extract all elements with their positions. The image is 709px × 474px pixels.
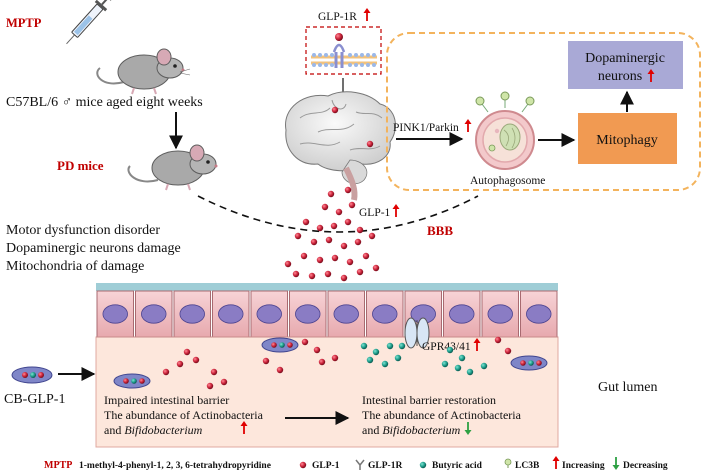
legend-abbr: MPTP <box>44 460 72 471</box>
legend-item-butyric: Butyric acid <box>432 461 483 471</box>
epithelial-cell <box>327 290 365 338</box>
bbb-label: BBB <box>427 223 453 238</box>
cell-nucleus <box>218 304 244 324</box>
legend-receptor-icon <box>355 459 365 470</box>
increase-arrow-icon <box>464 119 472 132</box>
brain-group: GLP-1R BBB GLP-1 <box>197 8 479 282</box>
cell-nucleus <box>449 304 475 324</box>
increase-arrow-icon <box>647 69 655 82</box>
neurons-label-1: Dopaminergic <box>585 51 665 66</box>
glp1-brain-label: GLP-1 <box>359 207 391 219</box>
epithelial-cell <box>135 290 173 338</box>
legend-butyric-icon <box>419 461 427 469</box>
gpr43-receptor-icon <box>404 317 430 349</box>
cb-glp1-bacterium-icon <box>261 337 299 353</box>
mouse-icon-pd <box>127 144 218 191</box>
cell-nucleus <box>179 304 205 324</box>
receptor-inset <box>305 26 382 75</box>
before-line-3: and Bifidobacterium <box>104 423 203 437</box>
epithelial-cell <box>481 290 519 338</box>
cell-nucleus <box>333 304 359 324</box>
legend-item-lc3b: LC3B <box>515 461 540 471</box>
increase-arrow-icon <box>240 421 248 434</box>
before-line-2: The abundance of Actinobacteria <box>104 408 264 422</box>
symptom-1: Motor dysfunction disorder <box>6 223 160 238</box>
intestinal-lumen <box>95 336 559 448</box>
butyric-particles-gut <box>360 342 488 376</box>
legend-decrease-icon <box>612 457 620 470</box>
legend-item-glp1r: GLP-1R <box>368 461 402 471</box>
after-line-1: Intestinal barrier restoration <box>362 393 496 407</box>
mice-label: C57BL/6 ♂ mice aged eight weeks <box>6 95 203 110</box>
gpr-label: GPR43/41 <box>422 341 471 353</box>
after-line-3: and Bifidobacterium <box>362 423 461 437</box>
gut-lumen-label: Gut lumen <box>598 380 658 395</box>
pathway-label: PINK1/Parkin <box>393 122 459 134</box>
cell-nucleus <box>141 304 167 324</box>
mptp-group: MPTP C57BL/6 ♂ mice aged eight weeks <box>6 0 218 274</box>
epithelial-cell <box>96 290 134 338</box>
pd-mice-label: PD mice <box>57 158 104 173</box>
epithelial-cell <box>520 290 558 338</box>
membrane-icon <box>311 33 377 68</box>
legend-lc3b-icon <box>504 458 512 468</box>
mitophagy-box <box>578 113 677 164</box>
bbb-barrier <box>197 195 479 233</box>
legend-glp1-icon <box>299 461 307 469</box>
gut-group: GPR43/41 <box>4 283 658 448</box>
epithelial-cell <box>173 290 211 338</box>
epithelial-cell <box>289 290 327 338</box>
cell-nucleus <box>295 304 321 324</box>
legend-increase-icon <box>552 456 560 469</box>
mitophagy-label: Mitophagy <box>596 133 657 148</box>
legend: MPTP 1-methyl-4-phenyl-1, 2, 3, 6-tetrah… <box>44 456 668 471</box>
autophagosome-label: Autophagosome <box>470 175 545 187</box>
brain-icon <box>285 91 396 201</box>
increase-arrow-icon <box>363 8 371 21</box>
cb-glp1-bacterium-icon <box>11 366 53 384</box>
treatment-label: CB-GLP-1 <box>4 392 65 407</box>
increase-arrow-icon <box>392 204 400 217</box>
legend-item-increasing: Increasing <box>562 461 605 471</box>
cb-glp1-bacterium-icon <box>510 355 548 371</box>
glp1-particles-bbb <box>284 186 380 282</box>
autophagosome-icon <box>475 91 535 170</box>
cell-nucleus <box>102 304 128 324</box>
cell-nucleus <box>526 304 552 324</box>
mouse-icon-healthy <box>96 48 191 95</box>
increase-arrow-icon <box>473 338 481 351</box>
cell-nucleus <box>256 304 282 324</box>
symptom-2: Dopaminergic neurons damage <box>6 241 181 256</box>
epithelial-cell <box>250 290 288 338</box>
legend-item-glp1: GLP-1 <box>312 461 340 471</box>
epithelial-cell <box>212 290 250 338</box>
epithelial-cell <box>443 290 481 338</box>
neurons-label-2: neurons <box>598 69 642 84</box>
legend-abbr-def: 1-methyl-4-phenyl-1, 2, 3, 6-tetrahydrop… <box>79 461 271 471</box>
after-line-2: The abundance of Actinobacteria <box>362 408 522 422</box>
epithelial-cells <box>96 283 558 338</box>
symptom-3: Mitochondria of damage <box>6 259 144 274</box>
glp1-particles-gut <box>162 336 512 390</box>
legend-item-decreasing: Decreasing <box>623 461 668 471</box>
cb-glp1-bacterium-icon <box>113 373 151 389</box>
neurons-box <box>568 41 683 89</box>
cell-nucleus <box>487 304 513 324</box>
pathway-box: Autophagosome Mitophagy Dopaminergic neu… <box>386 32 701 191</box>
before-line-1: Impaired intestinal barrier <box>104 393 229 407</box>
syringe-icon <box>66 0 113 45</box>
glp1r-label: GLP-1R <box>318 11 357 23</box>
decrease-arrow-icon <box>464 422 472 435</box>
mptp-label: MPTP <box>6 16 42 30</box>
epithelial-cell <box>366 290 404 338</box>
cell-nucleus <box>372 304 398 324</box>
